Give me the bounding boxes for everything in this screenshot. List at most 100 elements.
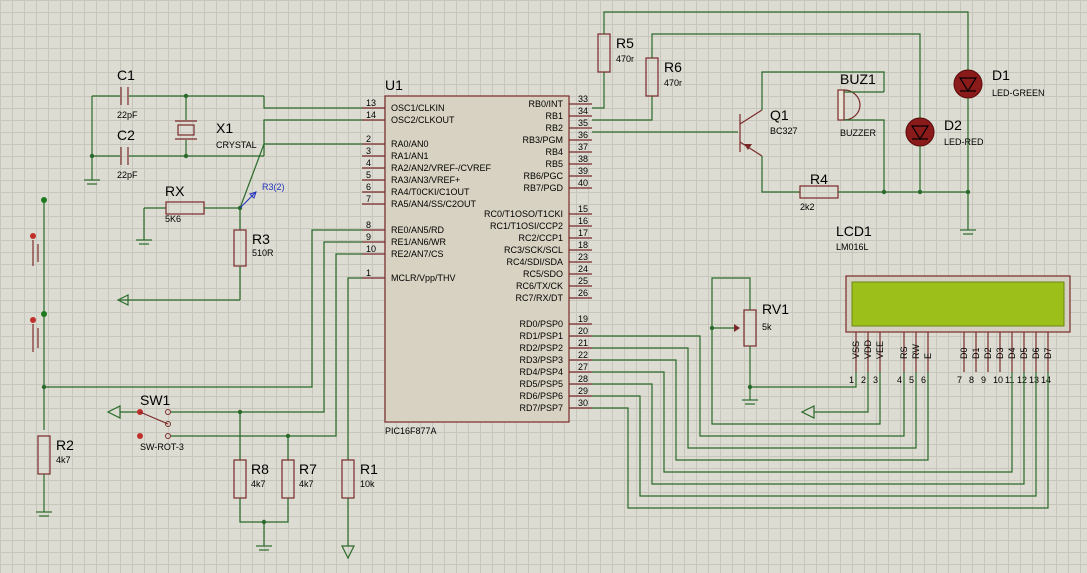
wire	[171, 241, 362, 413]
lcd-pin-name: D1	[971, 347, 981, 359]
c2-ref: C2	[117, 127, 135, 143]
u1-pin-number: 16	[578, 216, 588, 226]
buz1-ref: BUZ1	[840, 71, 876, 87]
rx-ref: RX	[165, 183, 185, 199]
u1-pin-number: 28	[578, 374, 588, 384]
r5-ref: R5	[616, 35, 634, 51]
pushbutton-lower[interactable]	[30, 311, 47, 352]
u1-right-pins: 33RB0/INT34RB135RB236RB3/PGM37RB438RB539…	[484, 94, 592, 413]
rv1-potentiometer[interactable]	[734, 309, 757, 347]
r3-value: 510R	[252, 248, 274, 258]
r3-ref: R3	[252, 231, 270, 247]
rx-body	[165, 201, 205, 215]
u1-pin-name: RD4/PSP4	[519, 367, 563, 377]
u1-ref: U1	[385, 77, 403, 93]
u1-pin-number: 8	[366, 220, 371, 230]
r1-ref: R1	[360, 461, 378, 477]
u1-pin-number: 33	[578, 94, 588, 104]
buz1-buzzer[interactable]	[837, 89, 884, 121]
u1-pin-name: MCLR/Vpp/THV	[391, 273, 456, 283]
lcd-pin-name: D5	[1019, 347, 1029, 359]
lcd-pin-number: 14	[1041, 375, 1051, 385]
c1-ref: C1	[117, 67, 135, 83]
lcd-pin-name: D6	[1031, 347, 1041, 359]
c2-value: 22pF	[117, 170, 138, 180]
q1-emitter	[739, 141, 763, 157]
q1-emitter-arrow	[744, 144, 752, 150]
d2-led-red[interactable]	[905, 117, 935, 147]
sw1-rotary-switch[interactable]: SW1 SW-ROT-3	[106, 392, 184, 452]
switch-knob-icon	[137, 433, 143, 439]
u1-pin-number: 29	[578, 386, 588, 396]
r3-probe-label: R3(2)	[262, 182, 285, 192]
u1-pin-number: 30	[578, 398, 588, 408]
wire	[592, 372, 1025, 485]
r4-value: 2k2	[800, 202, 815, 212]
u1-pin-name: RB7/PGD	[523, 183, 563, 193]
lcd-pin-number: 3	[873, 375, 878, 385]
wire	[592, 372, 1049, 509]
d2-value: LED-RED	[944, 137, 984, 147]
lcd1-display[interactable]: LCD1 LM016L VSS1VDD2VEE3RS4RW5E6D07D18D2…	[836, 223, 1071, 385]
u1-pin-name: RE1/AN6/WR	[391, 237, 447, 247]
u1-pin-name: RD2/PSP2	[519, 343, 563, 353]
rv1-value: 5k	[762, 322, 772, 332]
lcd-pin-name: D3	[995, 347, 1005, 359]
wire	[761, 71, 885, 110]
u1-pin-number: 17	[578, 228, 588, 238]
r6-ref: R6	[664, 59, 682, 75]
lcd-pin-name: D2	[983, 347, 993, 359]
wire	[711, 277, 751, 329]
u1-pin-name: RB4	[545, 147, 563, 157]
wire	[592, 347, 917, 449]
u1-pin-number: 15	[578, 204, 588, 214]
x1-ref: X1	[216, 120, 233, 136]
u1-pin-name: RE2/AN7/CS	[391, 249, 444, 259]
d1-led-green[interactable]	[953, 69, 983, 99]
u1-pin-number: 40	[578, 178, 588, 188]
wire	[263, 119, 362, 156]
wire	[592, 96, 653, 121]
wiper-arrow-icon	[734, 324, 740, 332]
u1-pin-name: RA3/AN3/VREF+	[391, 175, 460, 185]
u1-pin-name: OSC1/CLKIN	[391, 103, 445, 113]
u1-pin-number: 7	[366, 194, 371, 204]
wire	[171, 253, 362, 437]
lcd1-value: LM016L	[836, 242, 869, 252]
lcd-pin-name: VSS	[851, 341, 861, 359]
lcd-pin-name: D7	[1043, 347, 1053, 359]
u1-pin-number: 34	[578, 106, 588, 116]
button-section: R2 4k7	[30, 197, 362, 517]
u1-pin-name: RC6/TX/CK	[516, 281, 563, 291]
buz1-value: BUZZER	[840, 128, 877, 138]
lcd-pin-number: 13	[1029, 375, 1039, 385]
q1-ref: Q1	[770, 107, 789, 123]
sw1-value: SW-ROT-3	[140, 442, 184, 452]
lcd-pin-number: 12	[1017, 375, 1027, 385]
u1-pin-number: 25	[578, 276, 588, 286]
u1-pin-number: 39	[578, 166, 588, 176]
r4-ref: R4	[810, 171, 828, 187]
u1-pin-name: RB2	[545, 123, 563, 133]
wire	[603, 11, 969, 70]
lcd-pin-number: 2	[861, 375, 866, 385]
r2-value: 4k7	[56, 455, 71, 465]
u1-pin-name: RA0/AN0	[391, 139, 429, 149]
terminal	[41, 311, 47, 317]
sw1-section: SW1 SW-ROT-3 R8 4k7 R7 4k7 R1 10k	[106, 241, 378, 560]
q1-transistor[interactable]	[739, 109, 763, 157]
r7-value: 4k7	[299, 479, 314, 489]
u1-pin-name: RD7/PSP7	[519, 403, 563, 413]
wire	[592, 359, 929, 461]
voltage-probe-icon[interactable]	[249, 191, 257, 199]
pushbutton-upper[interactable]	[30, 197, 47, 266]
rv1-section: RV1 5k	[709, 277, 881, 425]
u1-pin-name: RC5/SDO	[523, 269, 563, 279]
power-terminal-icon	[800, 405, 815, 419]
q1-value: BC327	[770, 126, 798, 136]
wire	[263, 96, 362, 109]
u1-pin-name: RB5	[545, 159, 563, 169]
